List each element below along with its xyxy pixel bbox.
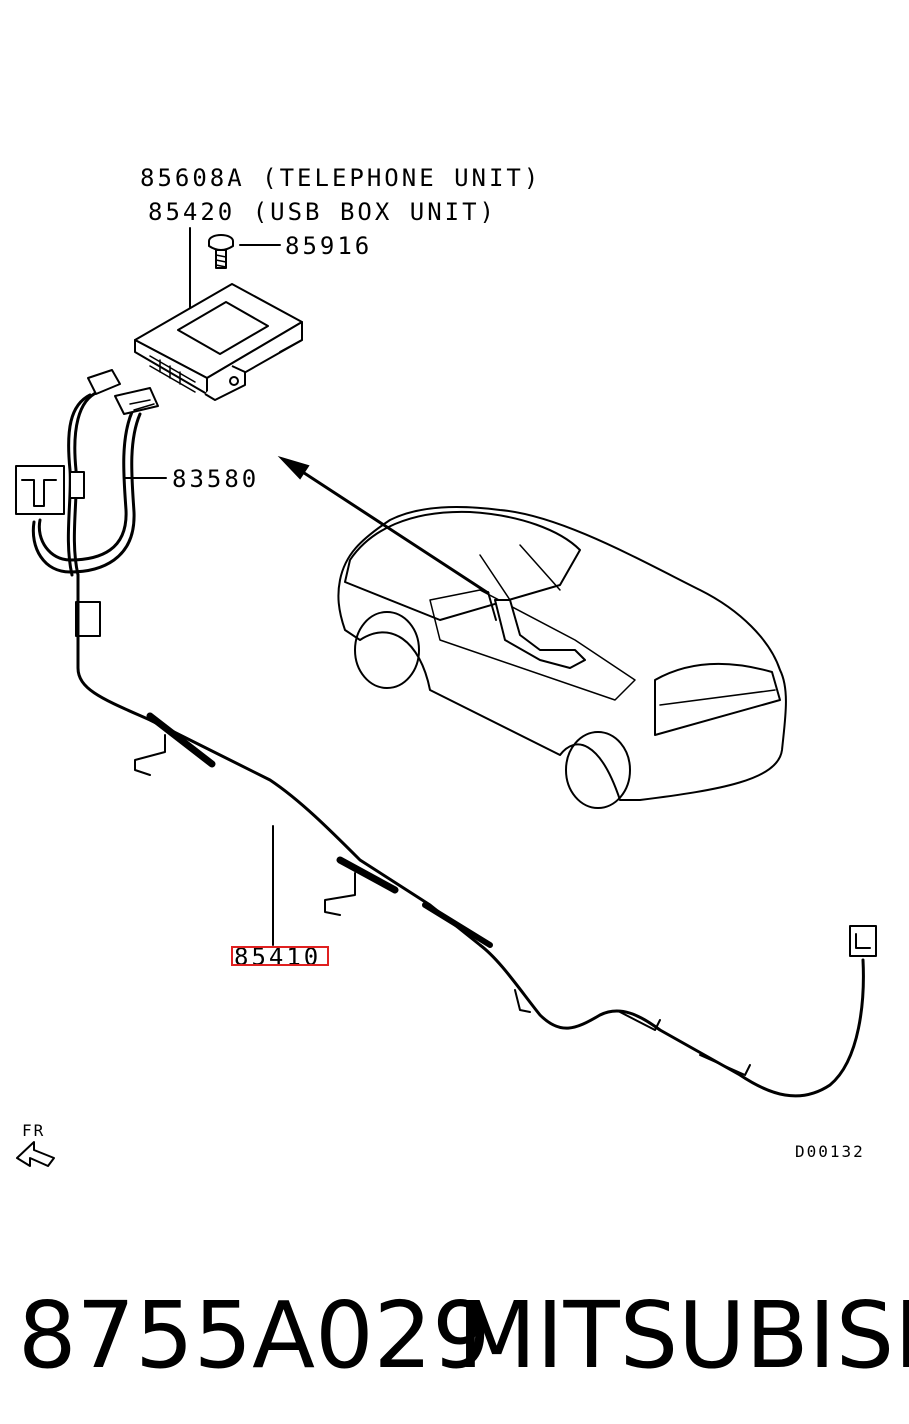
usb-box-unit-icon: [134, 283, 303, 401]
diagram-code: D00132: [795, 1142, 865, 1161]
vehicle-icon: [337, 506, 787, 809]
front-arrow-icon: [16, 1141, 55, 1167]
brand-name: MITSUBISHI: [457, 1282, 909, 1389]
label-telephone-unit: 85608A (TELEPHONE UNIT): [140, 164, 541, 192]
label-cable: 83580: [172, 465, 259, 493]
screw-icon: [208, 234, 234, 269]
direction-label: FR: [22, 1121, 45, 1140]
harness-highlight-box: [231, 946, 329, 966]
harness-85410-icon: [76, 573, 877, 1098]
cable-83580-icon: [15, 369, 159, 637]
label-usb-box-unit: 85420 (USB BOX UNIT): [148, 198, 497, 226]
part-number: 8755A029: [18, 1282, 491, 1389]
location-arrow-icon: [277, 455, 490, 595]
label-screw: 85916: [285, 232, 372, 260]
